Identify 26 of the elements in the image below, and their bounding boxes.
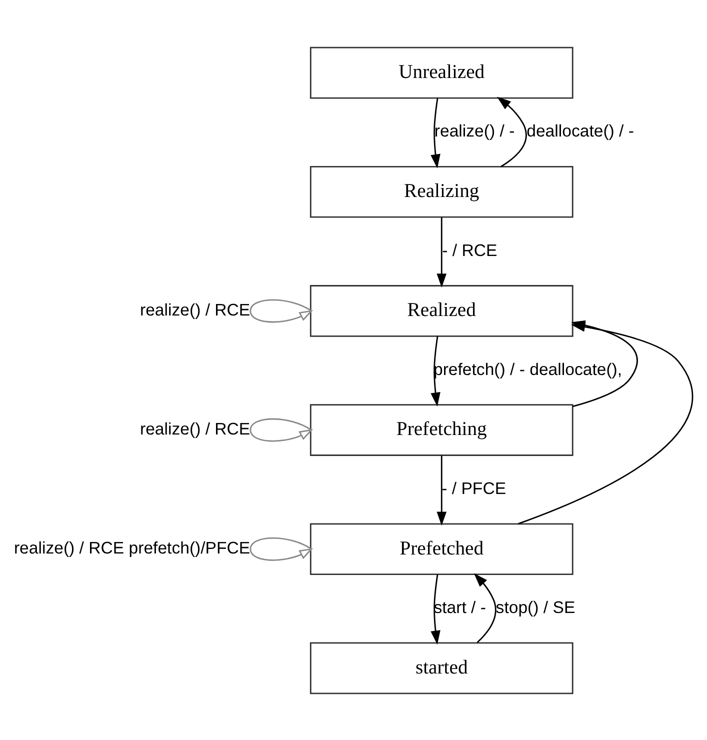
edge-label: realize() / RCE prefetch()/PFCE bbox=[14, 538, 250, 557]
edge-label: deallocate() / - bbox=[526, 121, 634, 140]
arrow bbox=[250, 536, 314, 560]
arrow bbox=[436, 455, 447, 526]
edge-label: - / RCE bbox=[442, 240, 498, 260]
node-box: started bbox=[310, 642, 574, 694]
arrow bbox=[250, 298, 314, 322]
edge-label: start / - bbox=[434, 597, 486, 616]
arrow bbox=[496, 96, 527, 167]
edge-label: stop() / SE bbox=[496, 597, 576, 616]
node-box: Prefetched bbox=[310, 522, 574, 575]
edge-label: realize() / - bbox=[434, 121, 515, 140]
arrow bbox=[430, 574, 440, 644]
edge-label: prefetch() / - deallocate(), bbox=[433, 359, 622, 378]
node-box: Unrealized bbox=[310, 46, 574, 98]
arrow bbox=[250, 418, 314, 442]
edge-label: realize() / RCE bbox=[140, 300, 250, 319]
arrow bbox=[430, 97, 440, 168]
arrow bbox=[518, 322, 694, 524]
arrow bbox=[436, 216, 447, 288]
node-box: Realizing bbox=[310, 165, 574, 218]
node-box: Prefetching bbox=[310, 404, 574, 456]
arrow bbox=[430, 336, 440, 406]
edge-label: realize() / RCE bbox=[140, 418, 250, 438]
arrow bbox=[474, 572, 496, 643]
node-box: Realized bbox=[310, 284, 574, 336]
